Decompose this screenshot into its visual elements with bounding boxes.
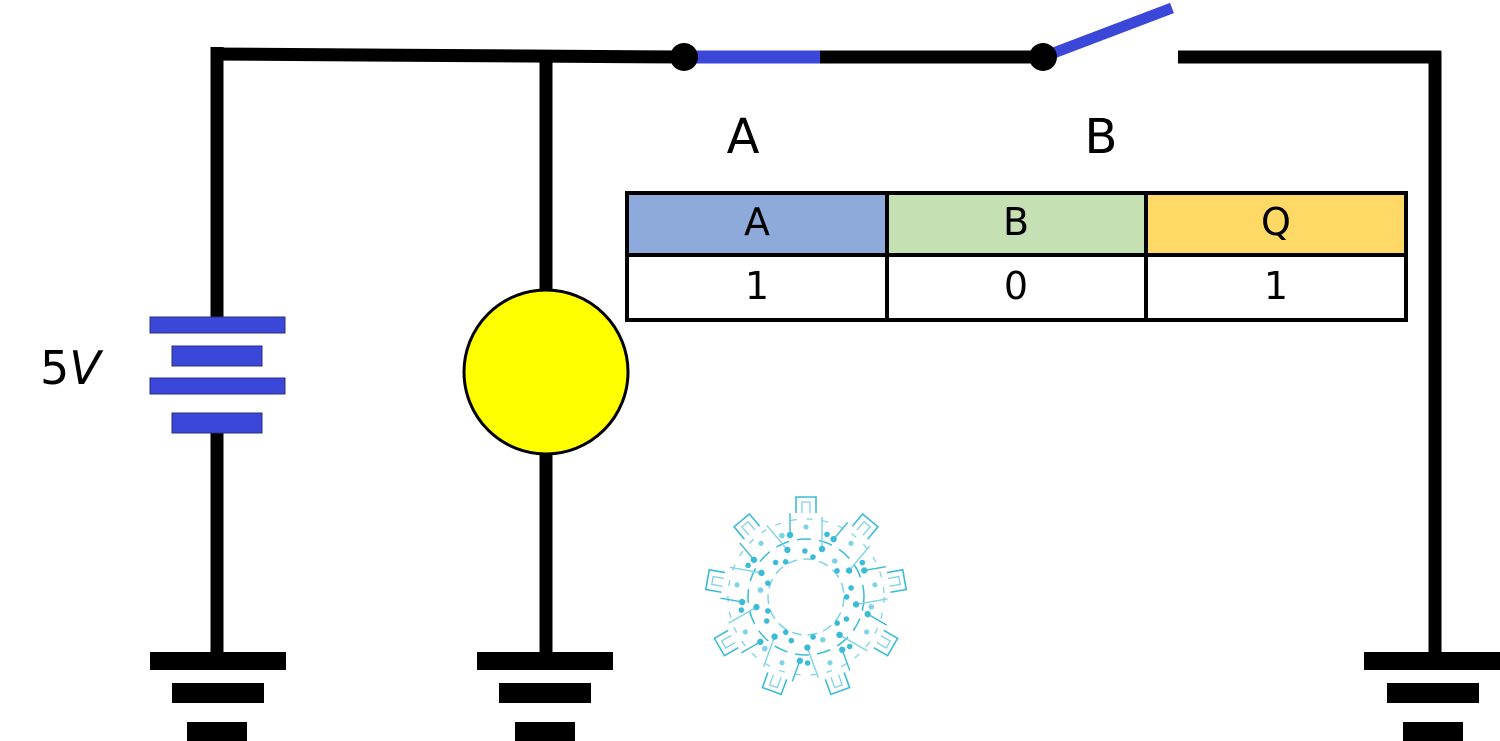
wires <box>210 47 1442 656</box>
ground-right-bar-1 <box>1364 652 1500 670</box>
battery-plate-3 <box>149 377 286 395</box>
ground-right-bar-3 <box>1403 722 1463 741</box>
ground-mid-bar-1 <box>477 652 613 670</box>
lamp-icon <box>462 288 630 456</box>
truth-table: A B Q 1 0 1 <box>625 191 1408 322</box>
ground-icon <box>150 652 286 741</box>
ground-right-bar-2 <box>1387 683 1479 703</box>
battery-plate-1 <box>149 316 286 334</box>
battery-voltage-label: 5V <box>40 341 104 395</box>
wire-top-left <box>210 47 685 64</box>
truth-table-header-q: Q <box>1261 200 1291 244</box>
battery-plate-4 <box>171 412 263 434</box>
truth-table-row-bg <box>627 255 1406 320</box>
ground-mid-bar-3 <box>515 722 575 741</box>
battery-icon <box>149 316 286 434</box>
truth-table-header-b: B <box>1003 200 1029 244</box>
truth-table-header-b-cell <box>887 193 1146 255</box>
ground-left-bar-3 <box>187 722 247 741</box>
truth-table-header-a-cell <box>627 193 887 255</box>
ground-icon <box>1364 652 1500 741</box>
circuit-gear-logo-icon <box>704 496 908 696</box>
ground-left-bar-1 <box>150 652 286 670</box>
truth-table-cell-b: 0 <box>1004 264 1028 308</box>
truth-table-cell-q: 1 <box>1264 264 1288 308</box>
battery-voltage-unit: V <box>69 341 104 395</box>
switch-b-blade <box>1041 2 1174 63</box>
ground-left-bar-2 <box>172 683 264 703</box>
switch-b-label: B <box>1085 109 1118 165</box>
switch-b <box>1029 2 1174 71</box>
battery-plate-2 <box>171 345 263 367</box>
battery-voltage-value: 5 <box>40 341 69 395</box>
switch-b-pivot <box>1029 43 1057 71</box>
switch-a-label: A <box>727 109 760 165</box>
ground-mid-bar-2 <box>499 683 591 703</box>
ground-icon <box>477 652 613 741</box>
switch-a <box>670 43 820 71</box>
truth-table-header-a: A <box>744 200 770 244</box>
truth-table-cell-a: 1 <box>745 264 769 308</box>
truth-table-grid <box>625 191 1408 322</box>
switch-a-pivot <box>670 43 698 71</box>
truth-table-header-q-cell <box>1146 193 1406 255</box>
